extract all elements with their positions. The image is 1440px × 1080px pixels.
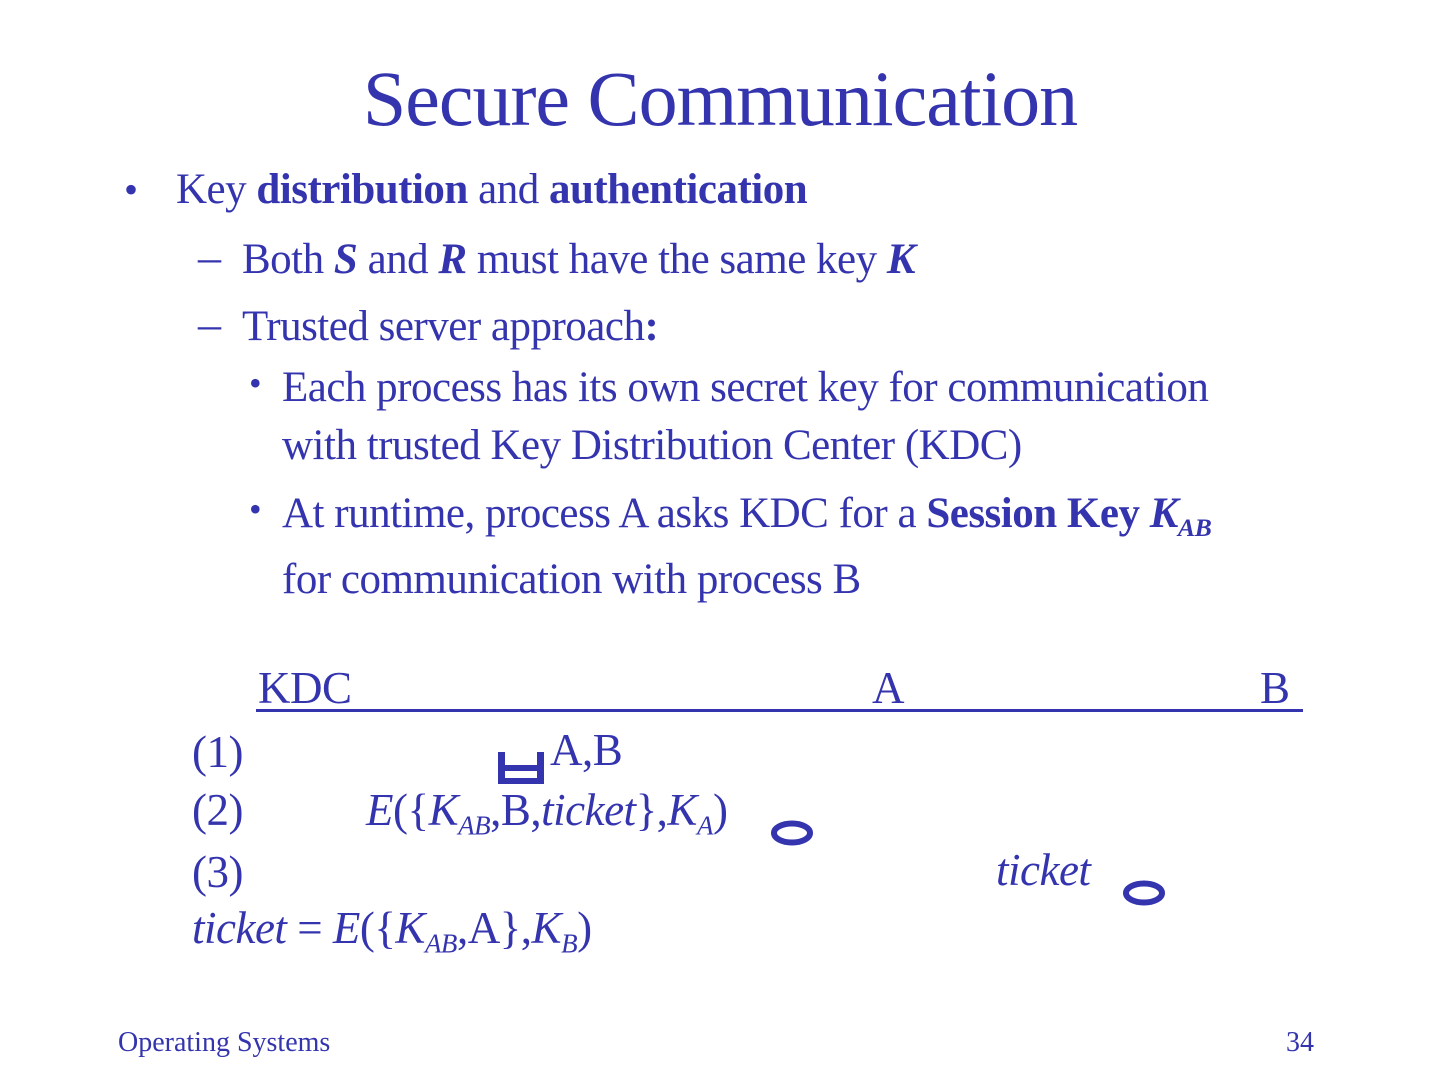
subscript-run: AB [458, 810, 491, 841]
text-run: S [333, 236, 358, 283]
text-run: R [438, 236, 467, 283]
formula-term: K [428, 785, 459, 835]
subscript-run: AB [424, 928, 458, 959]
diagram-ticket-definition: ticket = E({KAB,A},KB) [192, 903, 592, 959]
text-run: Key [176, 166, 257, 213]
sub-item-session-key-line2: for communication with process B [282, 556, 861, 603]
bullet-marker: • [124, 167, 139, 212]
sub-item-same-key: Both S and R must have the same key K [242, 236, 916, 283]
formula-term: K [395, 903, 425, 953]
footer-page-number: 34 [1286, 1027, 1314, 1058]
text-run: authentication [548, 166, 808, 213]
bullet-item-key-distribution: Key distribution and authentication [176, 166, 808, 213]
formula-term: ,A}, [456, 903, 532, 953]
formula-term: ) [577, 903, 592, 953]
diagram-row1-message: A,B [550, 725, 623, 775]
page-title: Secure Communication [362, 55, 1078, 142]
diagram-row1-label: (1) [192, 727, 243, 777]
subscript-run: A [696, 810, 714, 841]
diagram-row3-label: (3) [192, 847, 243, 897]
sub-item-secret-key-line1: Each process has its own secret key for … [282, 364, 1209, 411]
dash-marker: – [198, 231, 221, 282]
formula-term: ticket [541, 785, 636, 835]
formula-term: ({ [393, 785, 429, 835]
text-run: Session Key [926, 490, 1150, 537]
formula-term: = [286, 903, 333, 953]
text-run: At runtime, process A asks KDC for a [282, 490, 927, 537]
formula-term: }, [635, 785, 668, 835]
ellipse-glyph-icon [770, 820, 814, 846]
formula-term: ,B, [490, 785, 542, 835]
formula-term: ({ [359, 903, 396, 953]
diagram-header-underline [256, 709, 1303, 712]
sub-item-secret-key-line2: with trusted Key Distribution Center (KD… [282, 422, 1022, 469]
bullet-marker: • [249, 489, 262, 529]
text-run: K [1149, 490, 1179, 537]
subscript-run: B [561, 928, 578, 959]
diagram-row3-message: ticket [996, 845, 1091, 895]
sub-item-session-key-line1: At runtime, process A asks KDC for a Ses… [282, 490, 1212, 543]
text-run: and [467, 166, 549, 213]
formula-term: E [332, 903, 361, 953]
diagram-header-b: B [1260, 663, 1290, 713]
footer-course-name: Operating Systems [118, 1027, 331, 1058]
formula-term: K [667, 785, 697, 835]
formula-term: K [531, 903, 562, 953]
dash-marker: – [198, 298, 221, 349]
ellipse-glyph-icon [1122, 880, 1166, 906]
formula-term: E [366, 785, 394, 835]
bullet-marker: • [249, 363, 262, 403]
text-run: Trusted server approach [242, 303, 645, 350]
diagram-header-kdc: KDC [258, 663, 352, 713]
diagram-row2-label: (2) [192, 785, 243, 835]
text-run: K [886, 236, 916, 283]
text-run: Both [242, 236, 334, 283]
text-run: distribution [256, 166, 468, 213]
formula-term: ) [712, 785, 728, 835]
text-run: : [644, 303, 659, 350]
subscript-run: AB [1177, 513, 1212, 543]
text-run: and [357, 236, 439, 283]
formula-term: ticket [192, 903, 287, 953]
text-run: must have the same key [466, 236, 887, 283]
sub-item-trusted-server: Trusted server approach: [242, 303, 659, 350]
diagram-row2-formula: E({KAB,B,ticket},KA) [366, 785, 728, 841]
diagram-header-a: A [872, 663, 905, 713]
double-bar-glyph-icon [498, 752, 544, 784]
